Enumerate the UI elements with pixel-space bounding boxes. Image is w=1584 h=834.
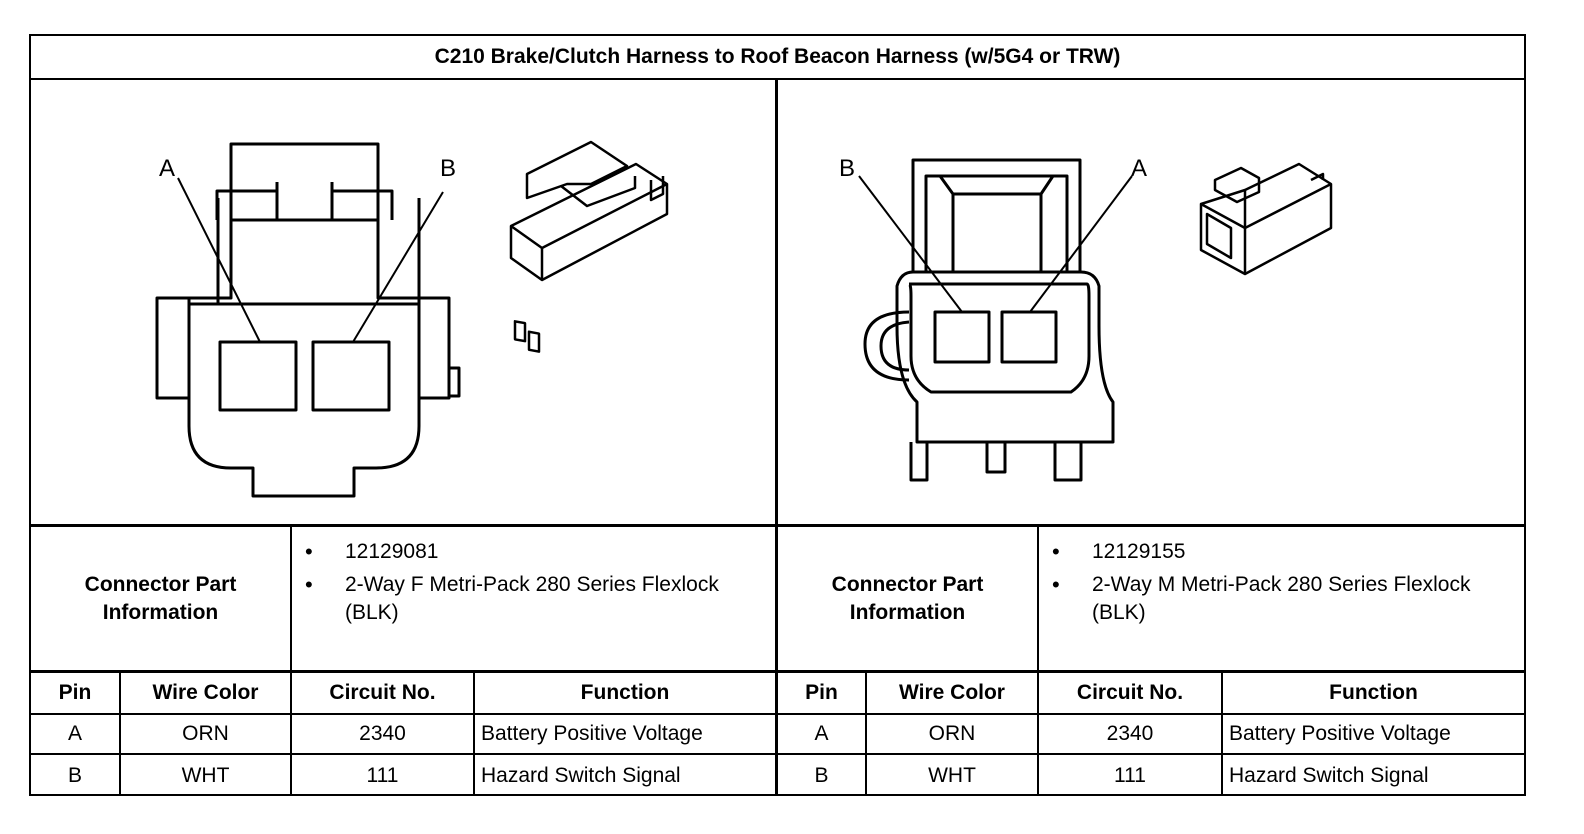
right-part-number: 12129155 [1040, 538, 1510, 566]
diagram-area: A B [31, 80, 1524, 564]
table-header: Circuit No. [329, 681, 436, 704]
connector-drawings: A B [155, 140, 1333, 498]
left-connector-info-list: 12129081 2-Way F Metri-Pack 280 Series F… [293, 538, 763, 627]
info-divider [31, 670, 1524, 673]
table-header: Circuit No. [1076, 681, 1184, 704]
left-part-number: 12129081 [293, 538, 763, 566]
table-cell: ORN [182, 722, 229, 745]
table-cell: Hazard Switch Signal [1229, 763, 1429, 787]
left-info-divider [290, 527, 292, 670]
left-connector-face [155, 142, 461, 498]
right-info-divider [1037, 527, 1039, 670]
page-title: C210 Brake/Clutch Harness to Roof Beacon… [31, 36, 1524, 80]
right-pin-label-b: B [839, 155, 855, 182]
table-cell: A [67, 722, 82, 745]
table-cell: ORN [928, 722, 976, 745]
table-cell: Battery Positive Voltage [481, 722, 703, 745]
left-pin-label-b: B [440, 155, 456, 182]
table-header: Function [580, 681, 670, 704]
table-cell: B [67, 763, 82, 787]
col-line [473, 673, 475, 796]
table-cell: 111 [366, 763, 399, 787]
diagram-divider [31, 524, 1524, 527]
col-line [119, 673, 121, 796]
col-line [865, 673, 867, 796]
table-cell: WHT [181, 763, 230, 787]
col-line [1037, 673, 1039, 796]
table-header: Wire Color [152, 681, 259, 704]
table-header: Pin [58, 681, 92, 704]
right-pin-label-a: A [1131, 155, 1147, 182]
col-line [1221, 673, 1223, 796]
table-cell: B [814, 763, 829, 787]
right-connector-info-list: 12129155 2-Way M Metri-Pack 280 Series F… [1040, 538, 1510, 627]
left-connector-iso [509, 140, 669, 353]
left-connector-info-label: Connector Part Information [84, 572, 237, 624]
header-divider [31, 713, 1524, 715]
center-divider [775, 80, 778, 796]
table-cell: 2340 [1106, 722, 1154, 745]
table-cell: Hazard Switch Signal [481, 763, 681, 787]
table-cell: WHT [928, 763, 976, 787]
col-line [290, 673, 292, 796]
left-pin-label-a: A [159, 155, 175, 182]
right-connector-info-label: Connector Part Information [831, 572, 984, 624]
right-connector-iso [1199, 162, 1333, 276]
left-part-description: 2-Way F Metri-Pack 280 Series Flexlock (… [293, 571, 763, 627]
table-cell: 111 [1114, 763, 1146, 787]
table-header: Pin [805, 681, 838, 704]
table-header: Wire Color [899, 681, 1005, 704]
table-cell: A [814, 722, 829, 745]
right-part-description: 2-Way M Metri-Pack 280 Series Flexlock (… [1040, 571, 1510, 627]
table-cell: Battery Positive Voltage [1229, 722, 1451, 745]
connector-frame: C210 Brake/Clutch Harness to Roof Beacon… [29, 34, 1526, 796]
row-divider [31, 753, 1524, 755]
table-cell: 2340 [359, 722, 406, 745]
table-header: Function [1329, 681, 1418, 704]
right-connector-face [858, 158, 1133, 482]
